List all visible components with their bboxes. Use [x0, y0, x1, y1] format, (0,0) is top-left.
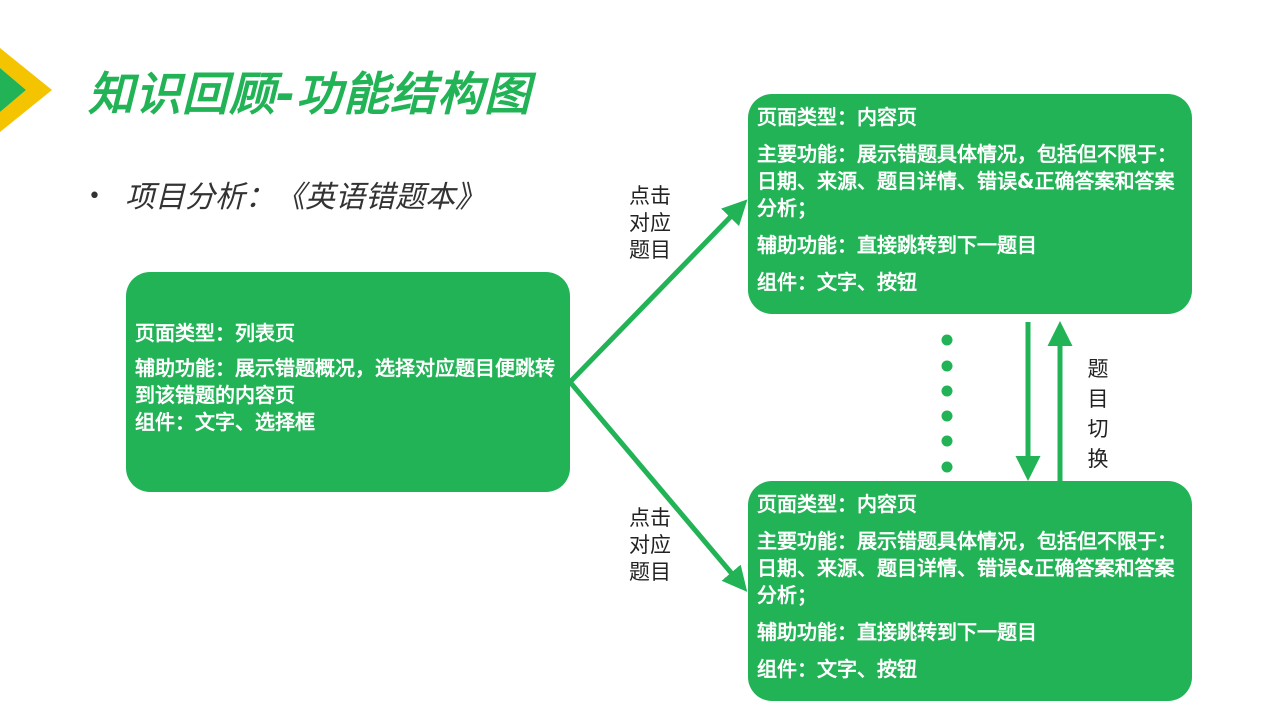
edge-label-line: 点击: [629, 506, 671, 530]
node-list-page: 页面类型：列表页 辅助功能：展示错题概况，选择对应题目便跳转到该错题的内容页 组…: [126, 272, 570, 492]
node-content-page-top: 页面类型：内容页 主要功能：展示错题具体情况，包括但不限于：日期、来源、题目详情…: [748, 94, 1192, 314]
content-top-type: 页面类型：内容页: [757, 105, 917, 129]
project-analysis-text: 项目分析：《英语错题本》: [124, 180, 485, 215]
edge-label-line: 题目: [629, 238, 671, 262]
edge-label-line: 点击: [629, 184, 671, 208]
edge-label-click-top: 点击 对应 题目: [625, 183, 675, 264]
edge-label-line: 切: [1087, 417, 1109, 441]
list-page-aux: 辅助功能：展示错题概况，选择对应题目便跳转到该错题的内容页: [135, 356, 555, 407]
edge-label-line: 对应: [629, 533, 671, 557]
content-bottom-type: 页面类型：内容页: [757, 492, 917, 516]
edge-label-line: 对应: [629, 211, 671, 235]
edge-label-line: 换: [1087, 447, 1109, 471]
list-page-components: 组件：文字、选择框: [135, 410, 315, 434]
content-bottom-components: 组件：文字、按钮: [757, 657, 917, 681]
node-content-page-bottom: 页面类型：内容页 主要功能：展示错题具体情况，包括但不限于：日期、来源、题目详情…: [748, 481, 1192, 701]
content-top-aux: 辅助功能：直接跳转到下一题目: [757, 233, 1037, 257]
edge-label-click-bottom: 点击 对应 题目: [625, 505, 675, 586]
content-top-main: 主要功能：展示错题具体情况，包括但不限于：日期、来源、题目详情、错误&正确答案和…: [757, 142, 1177, 220]
page-title: 知识回顾-功能结构图: [88, 67, 532, 121]
content-bottom-main: 主要功能：展示错题具体情况，包括但不限于：日期、来源、题目详情、错误&正确答案和…: [757, 529, 1177, 607]
content-bottom-aux: 辅助功能：直接跳转到下一题目: [757, 620, 1037, 644]
edge-label-switch: 题 目 切 换: [1075, 354, 1121, 474]
edge-label-line: 目: [1087, 387, 1109, 411]
content-top-components: 组件：文字、按钮: [757, 270, 917, 294]
project-analysis-line: • 项目分析：《英语错题本》: [88, 172, 485, 216]
ellipsis-dots: [941, 334, 953, 473]
list-page-type: 页面类型：列表页: [135, 321, 295, 345]
edge-label-line: 题目: [629, 560, 671, 584]
edge-label-line: 题: [1087, 357, 1109, 381]
bullet-marker: •: [88, 184, 101, 209]
corner-chevron-decoration: [0, 48, 52, 132]
